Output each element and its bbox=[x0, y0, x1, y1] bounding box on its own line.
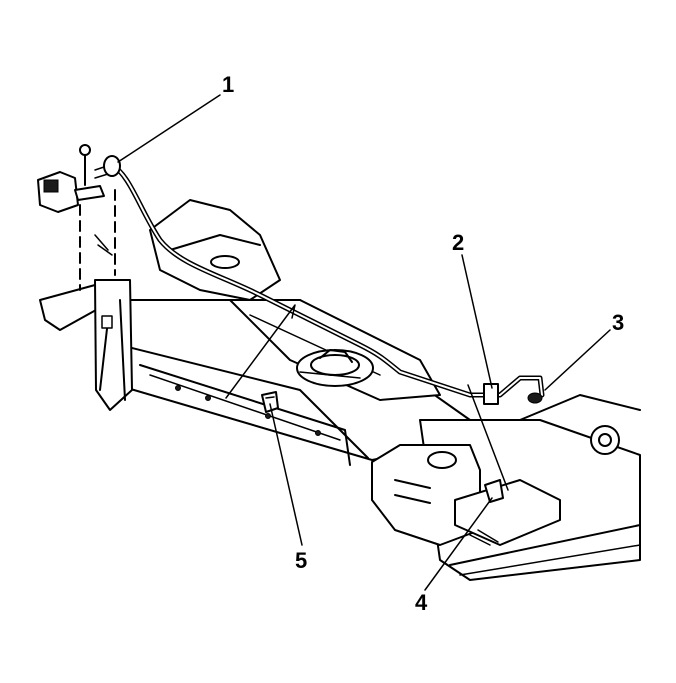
alignment-dashes bbox=[79, 189, 116, 291]
fuel-tank-module bbox=[296, 349, 374, 387]
left-bracket-assembly bbox=[39, 279, 133, 411]
sensor-bracket bbox=[37, 144, 111, 213]
fuel-line bbox=[103, 155, 545, 405]
callout-4: 4 bbox=[415, 590, 428, 615]
callout-2: 2 bbox=[452, 230, 464, 255]
evap-canister bbox=[371, 444, 561, 546]
callout-1: 1 bbox=[222, 72, 234, 97]
callout-5: 5 bbox=[295, 548, 307, 573]
frame-rail-left bbox=[99, 299, 473, 466]
clip-5 bbox=[261, 391, 279, 413]
leader-lines bbox=[117, 94, 611, 591]
callout-3: 3 bbox=[612, 310, 624, 335]
clip-4 bbox=[484, 479, 504, 503]
